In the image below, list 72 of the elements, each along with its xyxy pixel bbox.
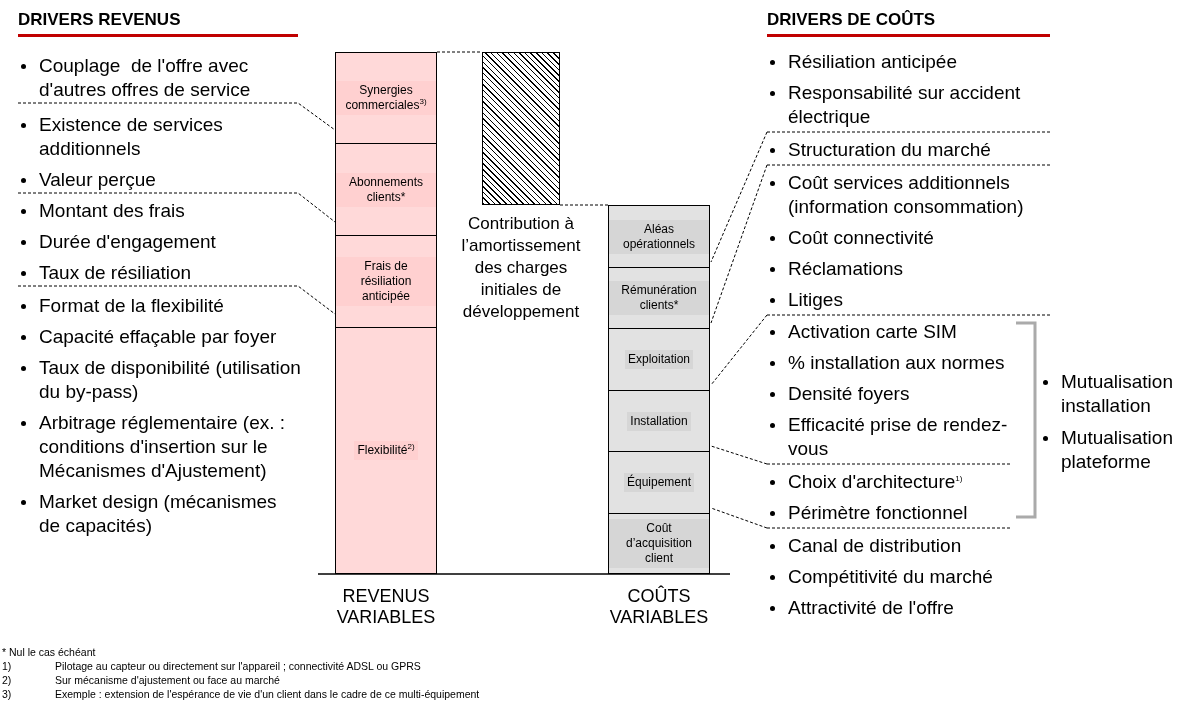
bullet-point: Résiliation anticipée: [788, 50, 958, 74]
bullet-point: Taux de disponibilité (utilisation du by-pass): [39, 356, 302, 404]
leader-line: [38, 102, 336, 131]
bar-segment: [608, 328, 710, 391]
bar-segment: [335, 143, 437, 236]
segment-label: Rémunération clients*: [609, 281, 709, 315]
segment-label: Aléas opérationnels: [609, 219, 709, 254]
leader-line: [710, 507, 768, 529]
bullet-point: Couplage de l'offre avec d'autres offres de service: [39, 54, 252, 102]
bullet-point: Mutualisation installation: [1061, 370, 1174, 418]
connector-line: [436, 51, 483, 53]
bar-segment: [335, 327, 437, 574]
bullet-point: Litiges: [788, 288, 844, 312]
segment-label: Coût d’acquisition client: [609, 519, 709, 568]
column-label: REVENUS VARIABLES: [335, 586, 437, 628]
bar-segment: [608, 267, 710, 329]
segment-label: Flexibilité$^{2)}$: [354, 441, 418, 460]
bullet-point: Réclamations: [788, 257, 905, 281]
section-heading: DRIVERS REVENUS: [18, 10, 298, 37]
bar-segment: [608, 390, 710, 452]
bar-segment: [608, 451, 710, 514]
segment-label: Exploitation: [624, 350, 693, 369]
segment-label: Frais de résiliation anticipée: [336, 257, 436, 306]
footnote: Exemple : extension de l'espérance de vie d'un client dans le cadre de ce multi-équipement: [55, 688, 481, 701]
bullet-point: Durée d'engagement: [39, 230, 217, 254]
bar-segment: [608, 205, 710, 268]
bullet-point: Taux de résiliation: [39, 261, 193, 285]
bullet-point: Coût services additionnels (information consommation): [788, 171, 1025, 219]
leader-line: [710, 131, 768, 263]
bullet-point: Activation carte SIM: [788, 320, 958, 344]
bullet-point: Capacité effaçable par foyer: [39, 325, 278, 349]
footnote: 3): [2, 688, 13, 701]
segment-label: Installation: [627, 411, 691, 431]
bullet-point: Format de la flexibilité: [39, 294, 225, 318]
segment-label: Équipement: [623, 473, 694, 492]
leader-line: [38, 285, 336, 315]
footnote: Pilotage au capteur ou directement sur l'appareil ; connectivité ADSL ou GPRS: [55, 660, 422, 673]
bullet-point: Choix d'architecture$^{1)}$: [788, 470, 964, 494]
bullet-point: Canal de distribution: [788, 534, 963, 558]
hatched-bar: [482, 52, 560, 205]
leader-line: [710, 314, 768, 386]
bar-caption: Contribution à l’amortissement des charges initiales de développement: [460, 213, 582, 323]
bullet-point: Attractivité de l'offre: [788, 596, 955, 620]
leader-line: [38, 192, 336, 223]
footnote: 1): [2, 660, 13, 673]
footnote: * Nul le cas échéant: [2, 646, 97, 659]
bullet-point: Compétitivité du marché: [788, 565, 994, 589]
leader-line: [710, 445, 768, 465]
segment-label: Abonnements clients*: [336, 172, 436, 207]
bullet-point: Responsabilité sur accident électrique: [788, 81, 1022, 129]
bullet-point: Coût connectivité: [788, 226, 935, 250]
bar-segment: [608, 513, 710, 574]
segment-label: Synergies commerciales$^{3)}$: [336, 81, 436, 115]
bullet-point: Montant des frais: [39, 199, 186, 223]
column-label: COÛTS VARIABLES: [608, 586, 710, 628]
bullet-point: Structuration du marché: [788, 138, 992, 162]
bullet-point: Market design (mécanismes de capacités): [39, 490, 278, 538]
bar-segment: [335, 235, 437, 328]
bullet-point: Périmètre fonctionnel: [788, 501, 969, 525]
bullet-point: Mutualisation plateforme: [1061, 426, 1174, 474]
footnote: 2): [2, 674, 13, 687]
footnote: Sur mécanisme d'ajustement ou face au marché: [55, 674, 281, 687]
connector-line: [559, 204, 609, 206]
leader-line: [710, 164, 768, 324]
bullet-point: % installation aux normes: [788, 351, 1006, 375]
bullet-point: Existence de services additionnels: [39, 113, 224, 161]
bullet-point: Densité foyers: [788, 382, 911, 406]
bullet-point: Arbitrage réglementaire (ex. : conditions d'insertion sur le Mécanismes d'Ajustement): [39, 411, 287, 483]
bullet-point: Efficacité prise de rendez-vous: [788, 413, 1009, 461]
bar-segment: [335, 52, 437, 144]
section-heading: DRIVERS DE COÛTS: [767, 10, 1050, 37]
bullet-point: Valeur perçue: [39, 168, 157, 192]
